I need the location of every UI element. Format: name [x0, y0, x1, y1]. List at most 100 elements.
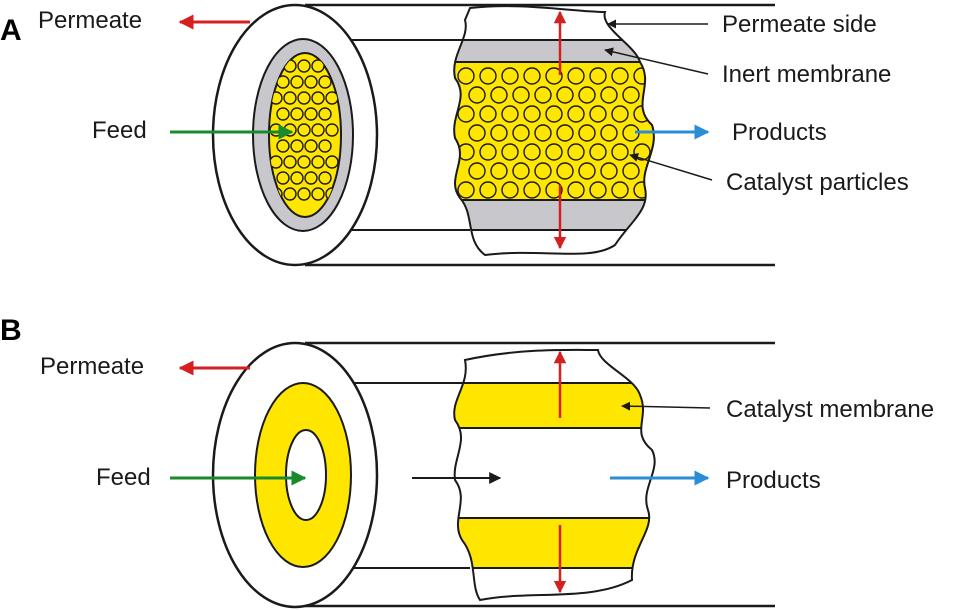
catalyst-particle	[468, 124, 486, 142]
catalyst-particle-end	[318, 139, 332, 153]
catalyst-particle	[523, 143, 541, 161]
feed-label-b: Feed	[96, 464, 151, 491]
catalyst-particle	[479, 105, 497, 123]
end-catalyst-particles	[269, 59, 339, 201]
panel-b: B Perm	[0, 314, 934, 609]
catalyst-particle	[589, 67, 607, 85]
catalyst-particle	[622, 162, 640, 180]
catalyst-particle	[479, 181, 497, 199]
catalyst-particle	[567, 143, 585, 161]
catalyst-particle	[468, 162, 486, 180]
catalyst-particle-end	[318, 171, 332, 185]
catalyst-particle	[589, 105, 607, 123]
cutaway-layers-b	[454, 382, 655, 569]
catalyst-particle	[567, 181, 585, 199]
catalyst-particle	[578, 162, 596, 180]
catalyst-particle	[589, 143, 607, 161]
catalyst-particle-end	[290, 75, 304, 89]
catalyst-particle	[545, 67, 563, 85]
catalyst-particles-label: Catalyst particles	[726, 169, 909, 196]
catalyst-particle	[457, 105, 475, 123]
catalyst-particle	[611, 67, 629, 85]
catalyst-particle	[490, 124, 508, 142]
catalyst-particle-end	[304, 107, 318, 121]
catalyst-particle-end	[276, 107, 290, 121]
cutaway-catalyst-membrane-top	[454, 383, 655, 428]
catalyst-particle	[556, 124, 574, 142]
catalyst-particle-end	[269, 123, 283, 137]
cutaway-catalyst-bed	[454, 62, 654, 200]
catalyst-particle	[545, 105, 563, 123]
catalyst-particle-end	[311, 91, 325, 105]
panel-a: A	[0, 3, 909, 267]
leader-catalyst-membrane	[621, 401, 711, 411]
catalyst-particle	[479, 143, 497, 161]
catalyst-particle	[578, 86, 596, 104]
catalyst-particle-end	[283, 155, 297, 169]
catalyst-particle-end	[304, 171, 318, 185]
products-label-a: Products	[732, 119, 827, 146]
permeate-label-a: Permeate	[38, 7, 142, 34]
catalyst-particle	[501, 67, 519, 85]
catalyst-particle	[600, 162, 618, 180]
leader-inert-membrane	[604, 47, 709, 75]
cutaway-inert-membrane-top	[454, 40, 654, 62]
catalyst-particle-end	[276, 171, 290, 185]
catalyst-particle	[501, 143, 519, 161]
catalyst-particle	[523, 67, 541, 85]
catalyst-particle-end	[290, 171, 304, 185]
catalyst-particle	[479, 67, 497, 85]
catalyst-particle	[567, 67, 585, 85]
catalyst-particle	[600, 124, 618, 142]
catalyst-particle	[457, 67, 475, 85]
panel-a-letter: A	[0, 14, 22, 47]
catalyst-particle-end	[297, 91, 311, 105]
catalyst-particle	[501, 105, 519, 123]
catalyst-particle-end	[283, 91, 297, 105]
catalyst-particle-end	[283, 123, 297, 137]
lumen-b	[285, 429, 327, 521]
catalyst-particle-end	[297, 123, 311, 137]
catalyst-particle	[622, 86, 640, 104]
feed-label-a: Feed	[92, 117, 147, 144]
inert-membrane-label: Inert membrane	[722, 61, 891, 88]
catalyst-particle-end	[325, 155, 339, 169]
catalyst-particle	[512, 162, 530, 180]
catalyst-particle-end	[304, 75, 318, 89]
permeate-label-b: Permeate	[40, 353, 144, 380]
catalyst-particle-end	[290, 139, 304, 153]
catalyst-particle	[457, 181, 475, 199]
catalyst-particle-end	[297, 187, 311, 201]
products-label-b: Products	[726, 467, 821, 494]
catalyst-particle-end	[311, 187, 325, 201]
catalyst-particle	[556, 86, 574, 104]
catalyst-particle-end	[290, 107, 304, 121]
catalyst-particle-end	[269, 155, 283, 169]
catalyst-particle-end	[304, 139, 318, 153]
catalyst-particle	[578, 124, 596, 142]
cutaway-inert-membrane-bottom	[454, 200, 654, 230]
catalyst-particle-end	[318, 75, 332, 89]
catalyst-particle	[523, 105, 541, 123]
catalyst-particle-end	[311, 155, 325, 169]
cutaway-catalyst-membrane-bottom	[454, 518, 655, 568]
catalyst-particle	[534, 162, 552, 180]
catalyst-particle	[490, 162, 508, 180]
catalyst-particle	[611, 143, 629, 161]
catalyst-membrane-label: Catalyst membrane	[726, 396, 934, 423]
catalyst-particle-end	[311, 123, 325, 137]
cutaway-outline	[453, 5, 655, 257]
catalyst-particle	[589, 181, 607, 199]
catalyst-particle-end	[297, 59, 311, 73]
catalyst-particle-end	[325, 123, 339, 137]
catalyst-particle	[567, 105, 585, 123]
catalyst-particle	[545, 181, 563, 199]
catalyst-particle	[556, 162, 574, 180]
catalyst-particle	[534, 124, 552, 142]
catalyst-particle-end	[297, 155, 311, 169]
catalyst-particle	[501, 181, 519, 199]
catalyst-particle	[468, 86, 486, 104]
catalyst-particle	[611, 181, 629, 199]
catalyst-particle	[490, 86, 508, 104]
